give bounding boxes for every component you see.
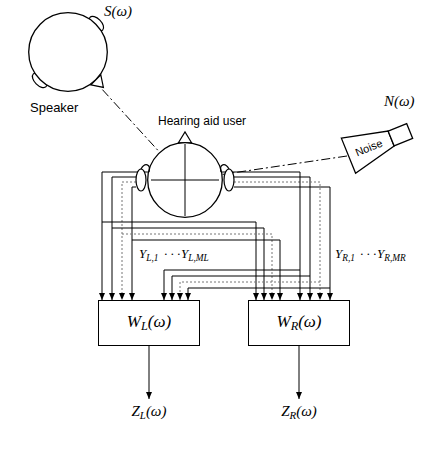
ellipsis: · · · xyxy=(359,246,377,262)
signal-name: YL,1 xyxy=(138,246,159,264)
listener-head-outline xyxy=(147,142,223,218)
mic-wire xyxy=(112,177,136,300)
output-arrow xyxy=(299,346,300,399)
output-arrow xyxy=(149,346,150,399)
mic-wire xyxy=(122,182,136,300)
cross-wire xyxy=(164,270,300,300)
cross-wire xyxy=(122,234,272,300)
output-name: ZL(ω) xyxy=(131,402,168,422)
signal-name: N(ω) xyxy=(384,92,415,110)
signal-name: YR,MR xyxy=(376,246,407,264)
talker-head: S(ω)Speaker xyxy=(28,12,108,92)
mic-wire xyxy=(234,187,330,300)
source-caption: Speaker xyxy=(30,100,78,116)
filter-name: WL(ω) xyxy=(127,312,171,334)
talker-head-outline xyxy=(28,12,108,92)
mic-wire xyxy=(222,172,300,300)
propagation-path xyxy=(102,90,159,152)
mic-wire xyxy=(132,187,136,300)
listener-caption: Hearing aid user xyxy=(158,114,246,128)
ellipsis: · · · xyxy=(163,246,181,262)
signal-name: S(ω) xyxy=(104,2,132,20)
cross-wire xyxy=(188,288,330,300)
output-name: ZR(ω) xyxy=(280,402,318,422)
beamformer-box: WL(ω) xyxy=(98,300,200,346)
noise-source: N(ω)Noise xyxy=(340,95,426,170)
listener-head: Hearing aid user xyxy=(147,142,223,218)
filter-name: WR(ω) xyxy=(277,312,322,334)
cross-wire xyxy=(180,282,320,300)
signal-name: YR,1 xyxy=(334,246,356,264)
signal-name: YL,ML xyxy=(180,246,210,264)
beamformer-box: WR(ω) xyxy=(248,300,350,346)
